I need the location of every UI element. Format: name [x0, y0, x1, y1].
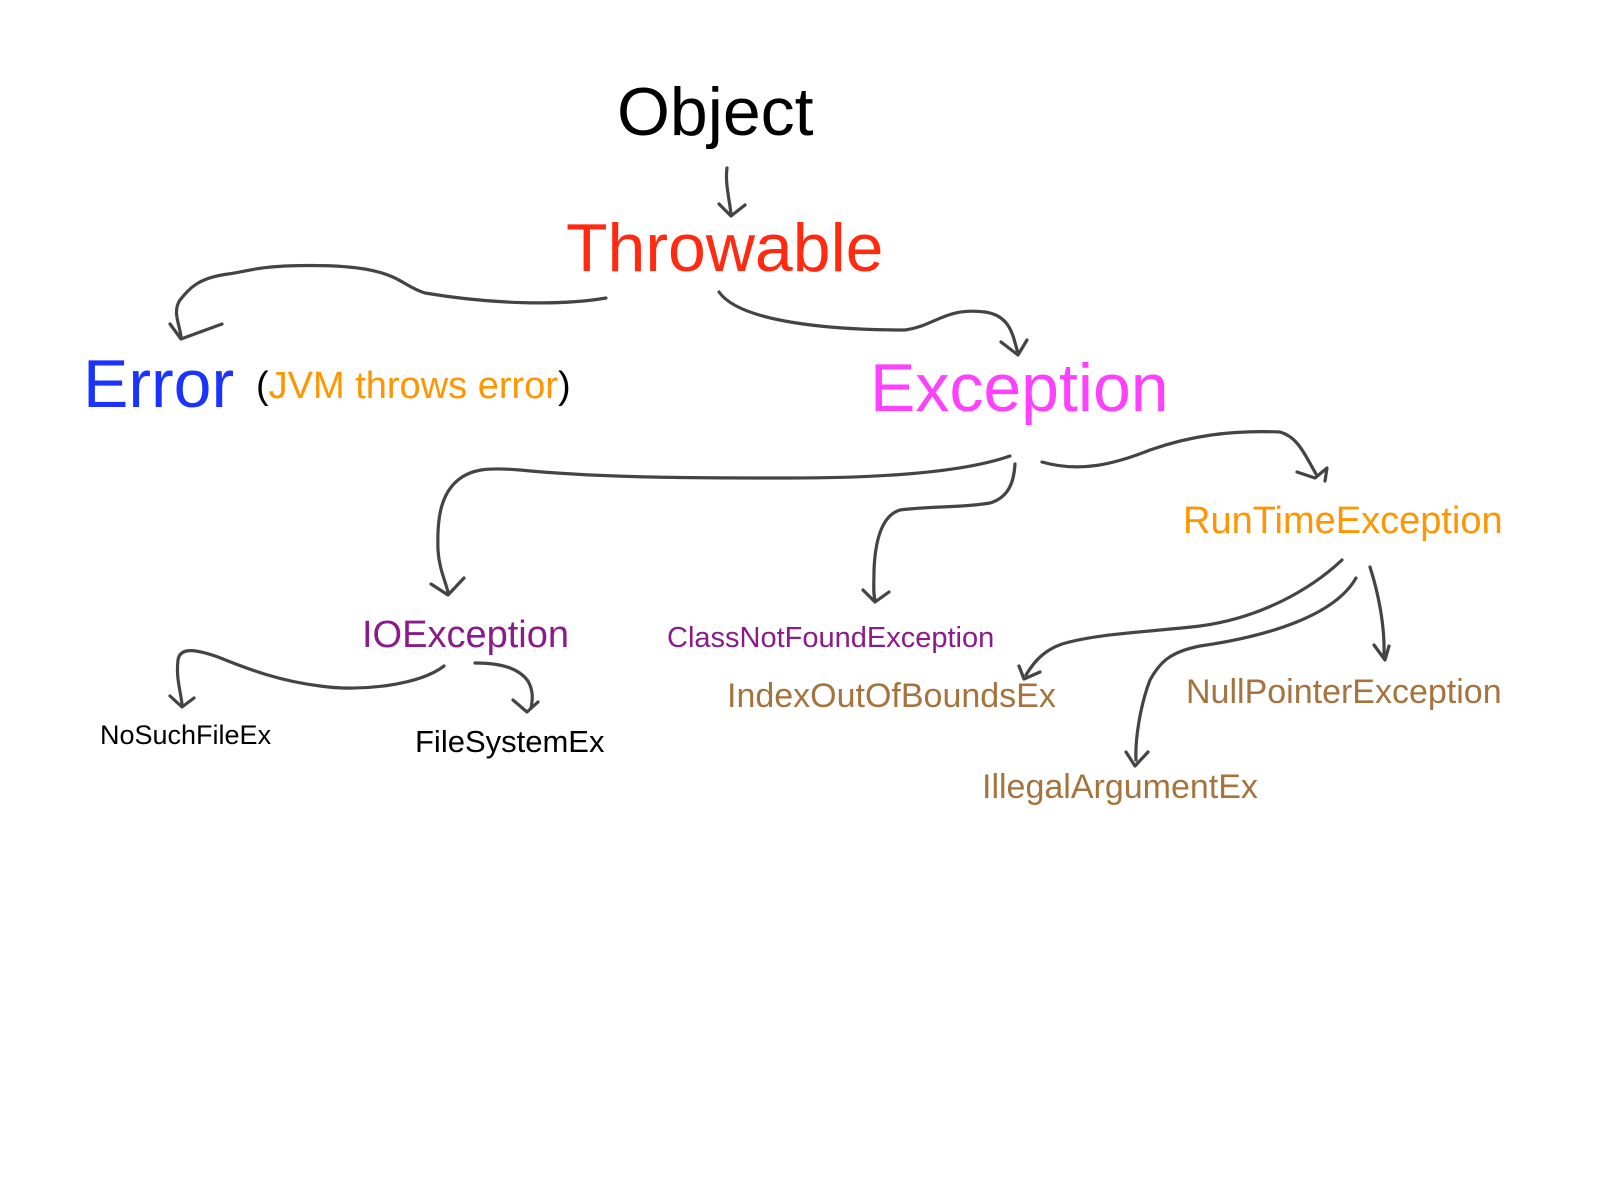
arrowhead-throwable-exception	[999, 338, 1029, 357]
arrowhead-runtime-npe	[1372, 643, 1391, 662]
node-runtime-exception: RunTimeException	[1183, 500, 1503, 542]
arrowhead-ioexception-nsfe	[168, 694, 196, 709]
arrowhead-exception-cnfe	[861, 588, 891, 604]
edge-object-throwable	[724, 166, 733, 216]
arrowhead-ioexception-fse	[511, 698, 540, 714]
node-class-not-found-exception: ClassNotFoundException	[667, 622, 995, 654]
node-exception: Exception	[870, 350, 1169, 426]
error-note-open-paren: (	[256, 365, 269, 407]
node-no-such-file-ex: NoSuchFileEx	[100, 720, 272, 750]
error-note: (JVM throws error)	[256, 367, 571, 405]
node-error: Error	[83, 346, 235, 422]
arrowhead-object-throwable	[717, 202, 747, 218]
edge-exception-runtime	[1040, 430, 1318, 476]
edge-runtime-ioobe	[1024, 558, 1344, 677]
error-note-close-paren: )	[557, 365, 571, 407]
arrowhead-exception-runtime	[1295, 466, 1329, 483]
arrowhead-throwable-error	[168, 322, 224, 341]
node-null-pointer-exception: NullPointerException	[1186, 673, 1502, 711]
node-object: Object	[617, 74, 814, 150]
node-io-exception: IOException	[362, 614, 569, 656]
arrowhead-exception-ioexception	[429, 576, 466, 597]
edge-throwable-error	[174, 263, 608, 339]
edge-runtime-npe	[1368, 565, 1386, 658]
node-throwable: Throwable	[566, 210, 884, 286]
edge-throwable-exception	[717, 290, 1020, 355]
edge-exception-cnfe	[872, 462, 1017, 602]
node-file-system-ex: FileSystemEx	[415, 724, 605, 759]
edge-ioexception-fse	[473, 661, 534, 710]
error-note-text: JVM throws error	[268, 365, 558, 407]
arrowhead-runtime-ioobe	[1017, 664, 1042, 681]
arrowhead-runtime-iae	[1124, 750, 1150, 768]
edge-runtime-iae	[1134, 576, 1358, 762]
node-index-out-of-bounds-ex: IndexOutOfBoundsEx	[727, 677, 1056, 715]
edge-exception-ioexception	[436, 454, 1012, 594]
node-illegal-argument-ex: IllegalArgumentEx	[982, 768, 1258, 806]
edge-ioexception-nsfe	[175, 649, 446, 706]
